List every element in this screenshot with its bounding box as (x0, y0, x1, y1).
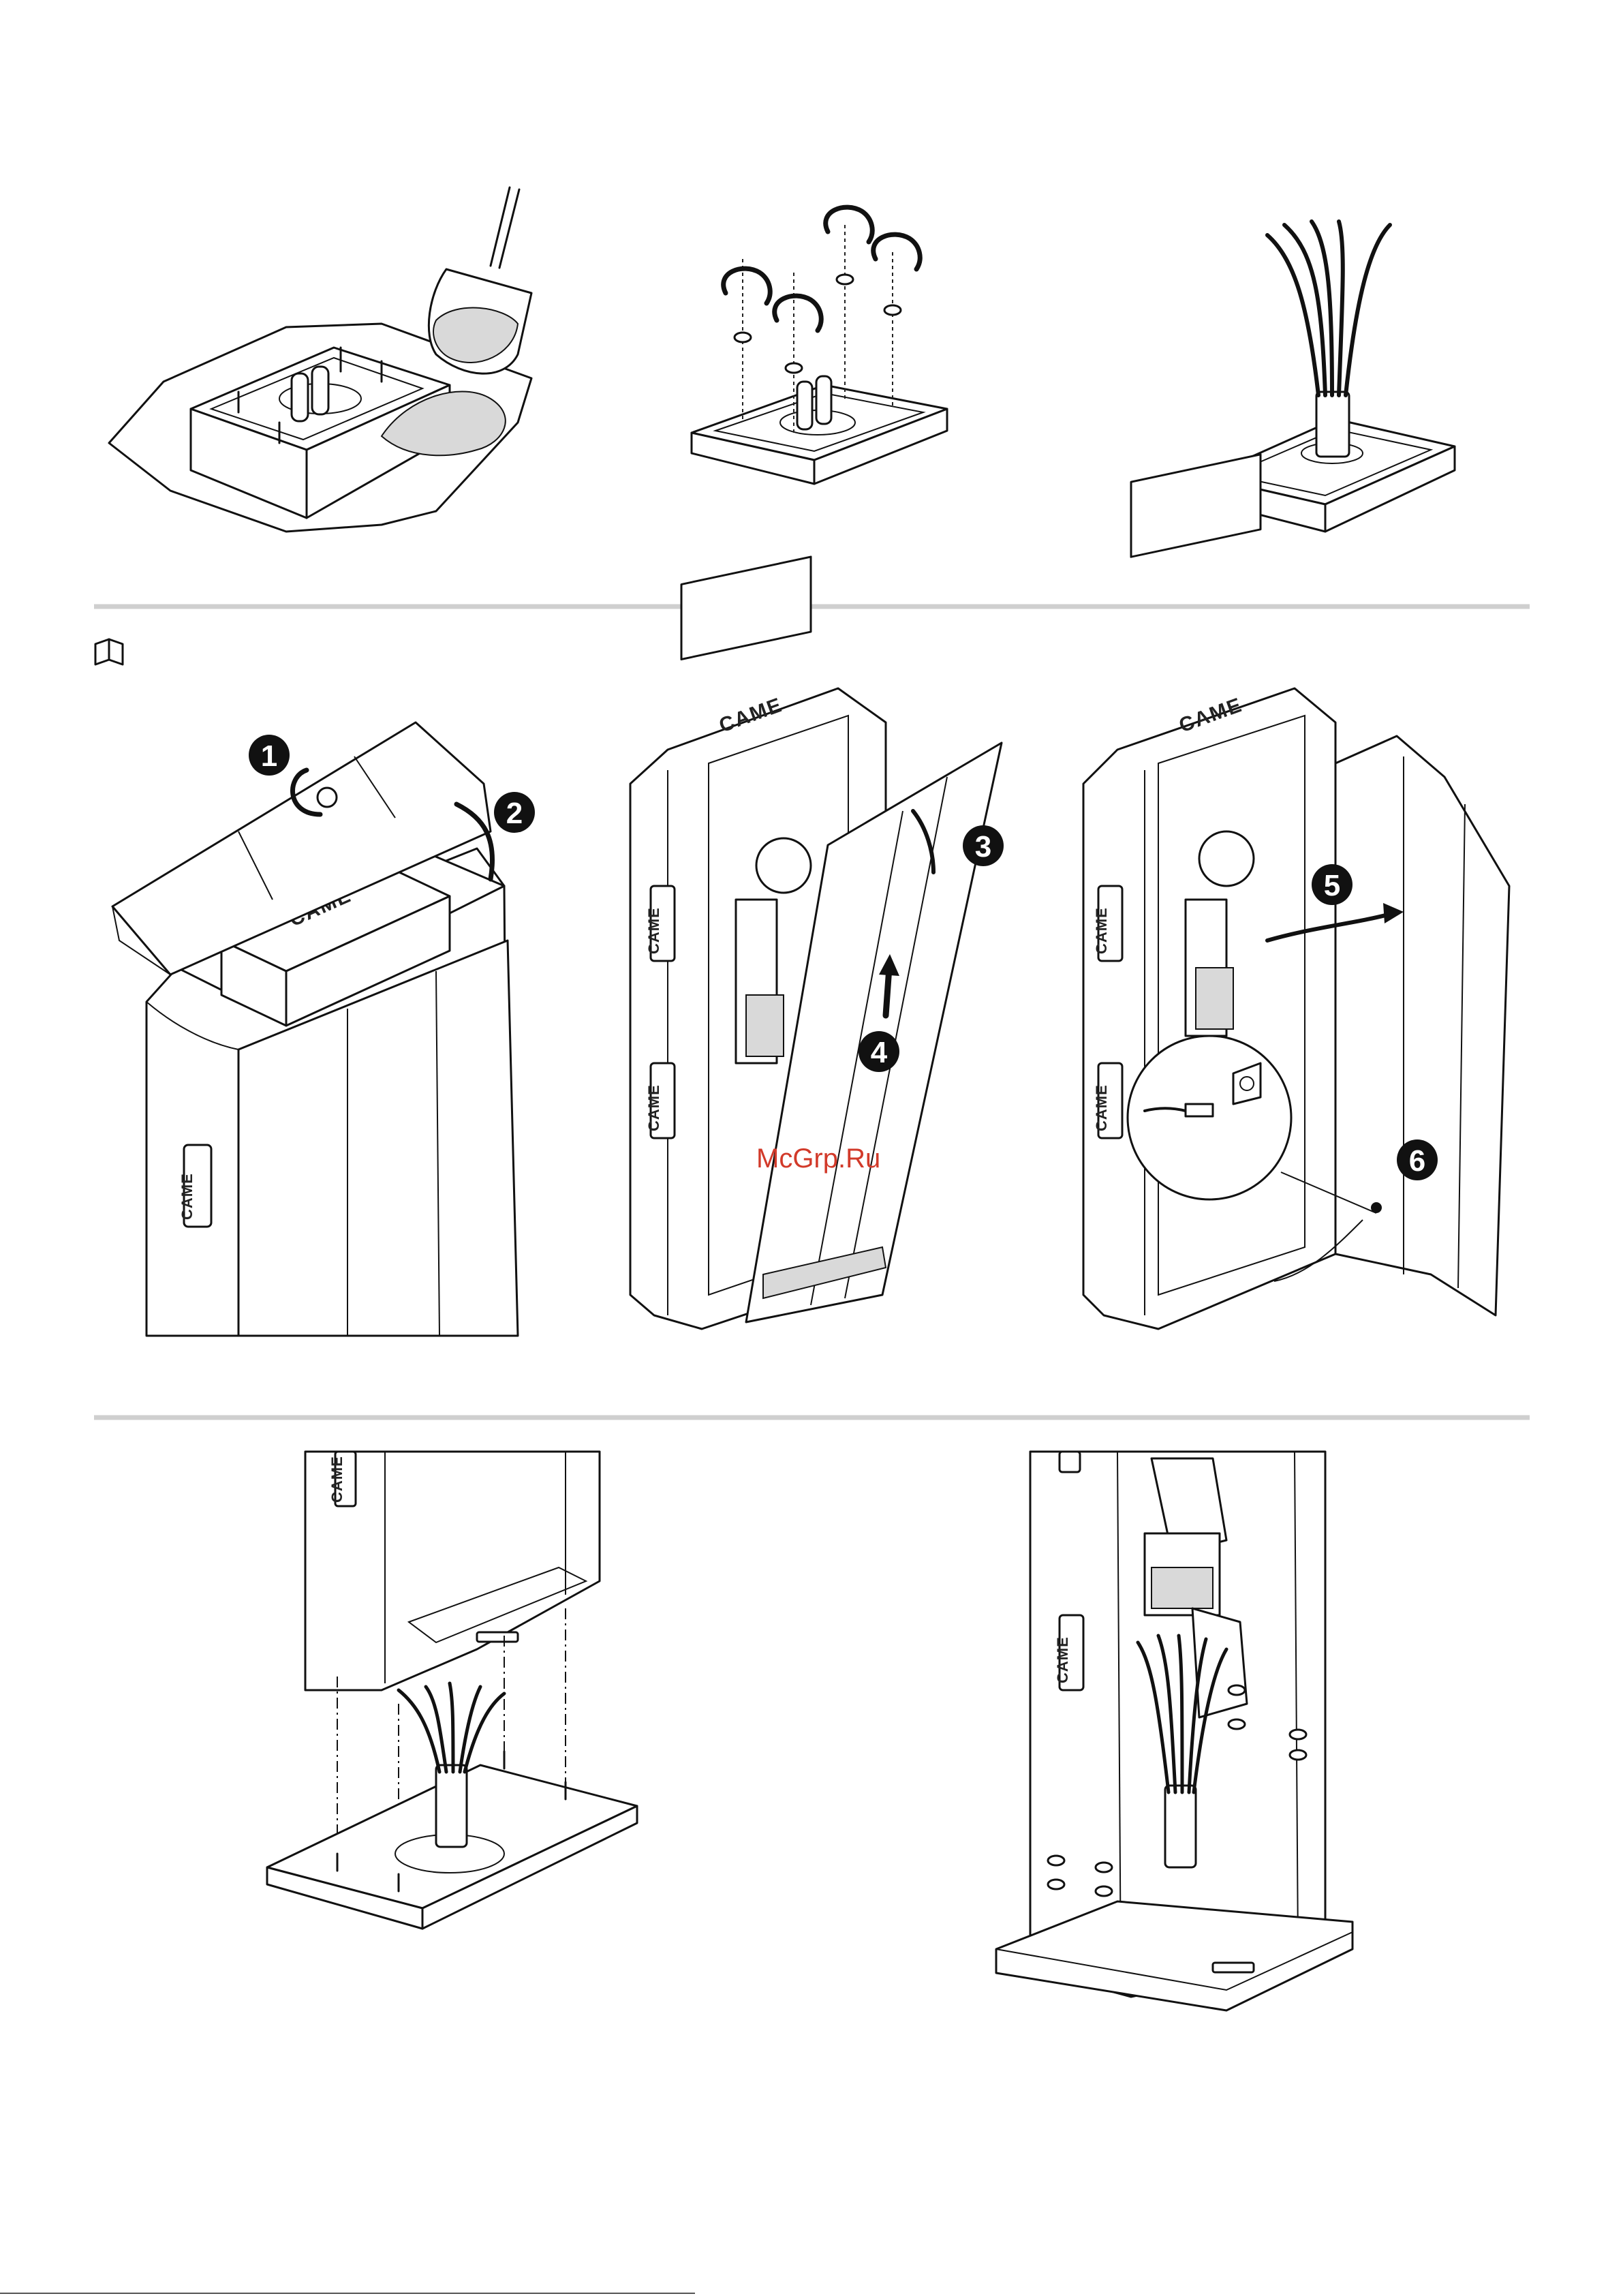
brand-logo-side-2b: CAME (645, 1084, 662, 1131)
svg-text:5: 5 (1324, 869, 1340, 902)
panel-concrete-pour (109, 187, 531, 532)
brand-logo-side-5: CAME (1054, 1636, 1071, 1683)
svg-text:3: 3 (975, 830, 991, 863)
step-badge-4: 4 (859, 1031, 899, 1072)
svg-text:4: 4 (871, 1036, 888, 1069)
curved-arrow-icon (775, 296, 821, 331)
watermark: McGrp.Ru (756, 1144, 880, 1174)
brand-logo-side-4: CAME (328, 1456, 345, 1503)
panel-open-door-earth: CAME CAME CAME 5 6 (1083, 455, 1509, 1329)
panel-remove-nuts (692, 207, 947, 484)
step-badge-6: 6 (1397, 1139, 1438, 1180)
panel-lift-door: CAME CAME CAME 3 4 McGrp.Ru (630, 557, 1004, 1329)
curved-arrow-icon (724, 269, 770, 303)
brand-logo-side: CAME (179, 1173, 196, 1220)
brand-logo-side-3a: CAME (1093, 907, 1110, 954)
step-badge-5: 5 (1312, 864, 1352, 905)
panel-cabinet-fixed-on-base: CAME (996, 1452, 1352, 2010)
brand-logo-side-3b: CAME (1093, 1084, 1110, 1131)
curved-arrow-icon (874, 234, 920, 269)
step-badge-2: 2 (494, 792, 535, 833)
step-badge-1: 1 (249, 735, 290, 776)
detail-magnifier-earth-wire (1128, 1036, 1291, 1199)
svg-text:2: 2 (506, 797, 523, 830)
svg-text:6: 6 (1409, 1144, 1425, 1178)
curved-arrow-icon (826, 207, 872, 242)
brand-logo-side-2a: CAME (645, 907, 662, 954)
step-badge-3: 3 (963, 825, 1004, 866)
svg-text:1: 1 (261, 739, 277, 773)
panel-remove-cover: CAME CAME 1 2 (112, 722, 535, 1336)
book-icon (95, 639, 123, 664)
panel-lower-cabinet-onto-base: CAME (267, 1452, 637, 1929)
